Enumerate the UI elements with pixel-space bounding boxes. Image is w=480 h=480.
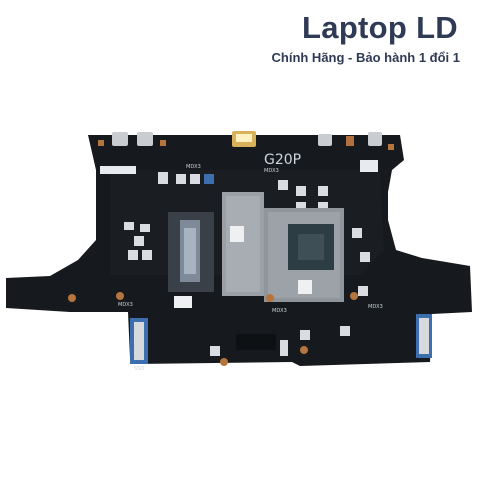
silkscreen-label: MDX3 xyxy=(272,308,287,314)
brand-header: Laptop LD Chính Hãng - Bảo hành 1 đổi 1 xyxy=(0,0,480,70)
silkscreen-label: MDX3 xyxy=(264,168,279,174)
silkscreen-label: MDX3 xyxy=(118,302,133,308)
usb-c-port xyxy=(318,134,332,146)
mounting-hole xyxy=(68,294,76,302)
label-sticker xyxy=(298,280,312,294)
silkscreen-label: MDX3 xyxy=(186,164,201,170)
silkscreen-label: SSD xyxy=(134,366,144,372)
silkscreen-model: G20P xyxy=(264,152,301,168)
motherboard-illustration: G20P MDX3 MDX3 MDX3 MDX3 MDX3 SSD xyxy=(6,131,472,372)
fan-connector xyxy=(236,334,276,350)
usb-c-port xyxy=(368,132,382,146)
silkscreen-label: MDX3 xyxy=(368,304,383,310)
mounting-hole xyxy=(220,358,228,366)
label-sticker xyxy=(174,296,192,308)
label-sticker xyxy=(360,160,378,172)
usb-c-port xyxy=(137,132,153,146)
mounting-hole xyxy=(350,292,358,300)
label-sticker xyxy=(100,166,136,174)
mounting-hole xyxy=(116,292,124,300)
usb-c-port xyxy=(112,132,128,146)
label-sticker xyxy=(230,226,244,242)
brand-subtitle: Chính Hãng - Bảo hành 1 đổi 1 xyxy=(271,50,461,65)
motherboard-photo: G20P MDX3 MDX3 MDX3 MDX3 MDX3 SSD xyxy=(0,100,480,400)
brand-title: Laptop LD xyxy=(302,10,458,45)
mounting-hole xyxy=(300,346,308,354)
mounting-hole xyxy=(266,294,274,302)
